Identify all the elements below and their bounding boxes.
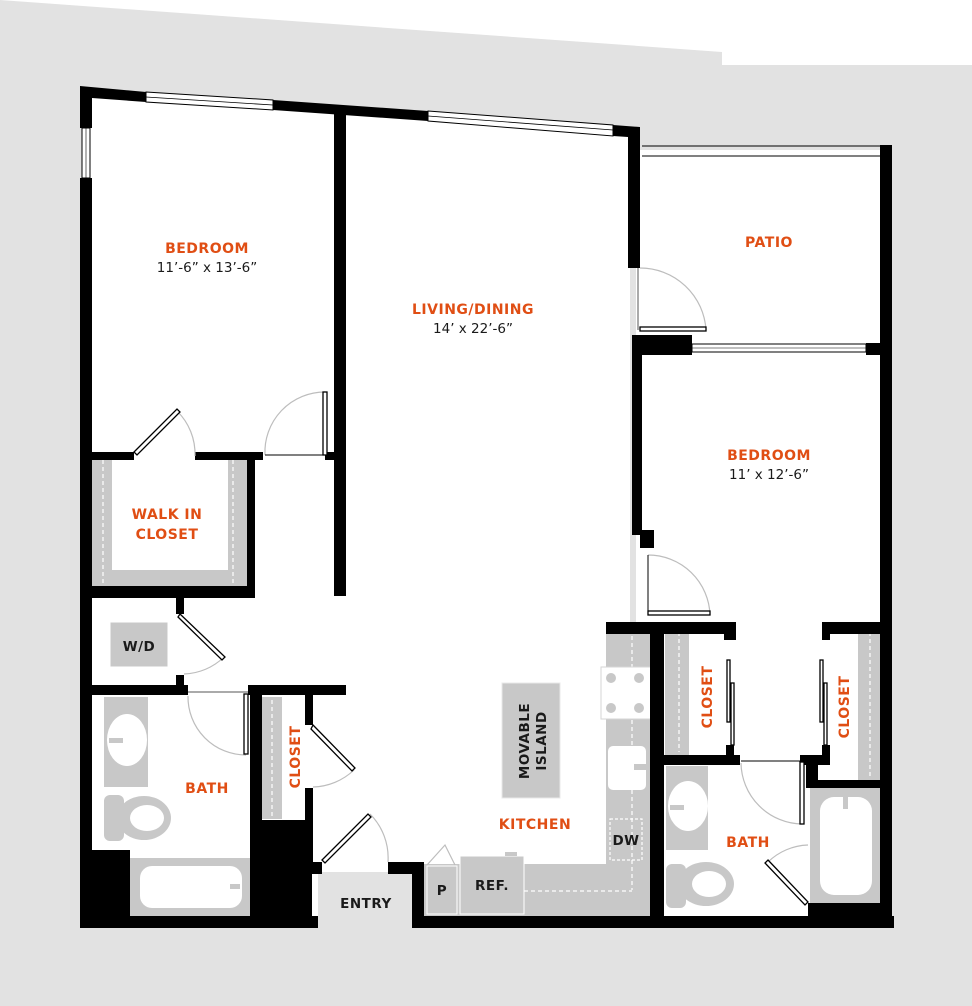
- pantry: [426, 865, 458, 915]
- kitchen-label: KITCHEN: [499, 817, 571, 833]
- toilet-icon: [104, 795, 171, 841]
- doors: [133, 267, 828, 906]
- bedroom2-closet-right-label: CLOSET: [837, 676, 853, 739]
- bathtub-icon: [130, 858, 252, 916]
- entry-area: [318, 872, 414, 924]
- bedroom2-label: BEDROOM: [727, 448, 811, 464]
- movable-island: [501, 682, 561, 799]
- patio-label: PATIO: [745, 235, 793, 251]
- bedroom2-dimensions: 11’ x 12’-6”: [729, 467, 809, 483]
- refrigerator: [459, 855, 525, 915]
- living-dining-dimensions: 14’ x 22’-6”: [433, 321, 513, 337]
- walls: [80, 86, 894, 928]
- dishwasher: [609, 818, 643, 861]
- entry-label: ENTRY: [340, 896, 392, 912]
- island-label-line2: ISLAND: [534, 711, 550, 770]
- cooktop-icon: [600, 666, 652, 720]
- washer-dryer: [109, 621, 169, 668]
- bedroom1-label: BEDROOM: [165, 241, 249, 257]
- kitchen-sink-icon: [608, 746, 648, 790]
- living-dining-label: LIVING/DINING: [412, 302, 534, 318]
- dishwasher-label: DW: [612, 833, 639, 849]
- walk-in-closet-label-line1: WALK IN: [132, 507, 203, 523]
- bedroom2-closet-shelves: [665, 630, 880, 780]
- windows: [81, 91, 880, 353]
- refrigerator-label: REF.: [475, 878, 509, 894]
- bathtub-icon: [810, 788, 880, 903]
- walk-in-closet-shelving: [92, 458, 247, 586]
- hall-closet-label: CLOSET: [288, 726, 304, 789]
- bedroom2-closet-left-label: CLOSET: [700, 666, 716, 729]
- walk-in-closet-label-line2: CLOSET: [136, 527, 199, 543]
- bath1-fixtures: [104, 697, 252, 916]
- toilet-icon: [666, 862, 734, 908]
- pantry-label: P: [437, 883, 447, 899]
- hall-closet-shelf: [262, 695, 304, 820]
- island-label-line1: MOVABLE: [517, 703, 533, 779]
- bath1-label: BATH: [185, 781, 229, 797]
- washer-dryer-label: W/D: [123, 639, 156, 655]
- bath2-fixtures: [666, 766, 880, 908]
- bedroom1-dimensions: 11’-6” x 13’-6”: [157, 260, 257, 276]
- bath2-label: BATH: [726, 835, 770, 851]
